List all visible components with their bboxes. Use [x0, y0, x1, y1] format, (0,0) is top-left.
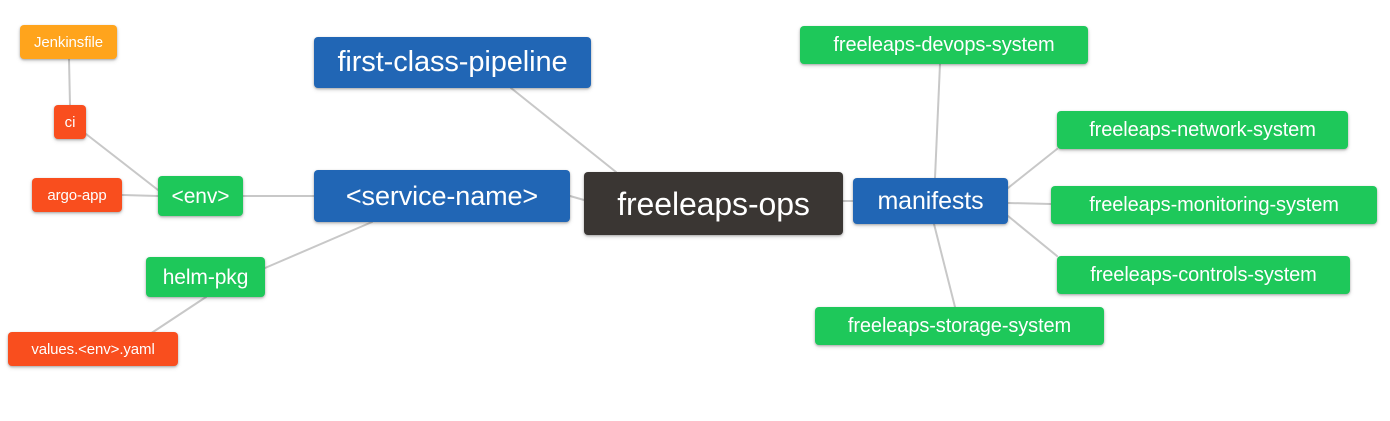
edge-first-class-pipeline-to-freeleaps-ops — [510, 87, 617, 173]
node-values-env-yaml[interactable]: values.<env>.yaml — [8, 332, 178, 366]
edge-manifests-to-freeleaps-network-system — [1007, 148, 1058, 189]
edge-values-env-yaml-to-helm-pkg — [149, 296, 207, 335]
node-freeleaps-monitoring-system[interactable]: freeleaps-monitoring-system — [1051, 186, 1377, 224]
node-service-name[interactable]: <service-name> — [314, 170, 570, 222]
node-freeleaps-network-system[interactable]: freeleaps-network-system — [1057, 111, 1348, 149]
node-freeleaps-storage-system[interactable]: freeleaps-storage-system — [815, 307, 1104, 345]
edge-argo-app-to-env — [121, 194, 159, 197]
node-first-class-pipeline[interactable]: first-class-pipeline — [314, 37, 591, 88]
node-ci[interactable]: ci — [54, 105, 86, 139]
edge-manifests-to-freeleaps-devops-system — [934, 63, 941, 179]
edge-manifests-to-freeleaps-controls-system — [1007, 215, 1058, 257]
node-freeleaps-ops[interactable]: freeleaps-ops — [584, 172, 843, 235]
node-env[interactable]: <env> — [158, 176, 243, 216]
edge-service-name-to-freeleaps-ops — [569, 195, 585, 201]
node-freeleaps-devops-system[interactable]: freeleaps-devops-system — [800, 26, 1088, 64]
node-jenkinsfile[interactable]: Jenkinsfile — [20, 25, 117, 59]
edge-jenkinsfile-to-ci — [68, 58, 71, 106]
edge-manifests-to-freeleaps-storage-system — [933, 223, 956, 308]
edge-manifests-to-freeleaps-monitoring-system — [1007, 202, 1052, 205]
node-manifests[interactable]: manifests — [853, 178, 1008, 224]
node-freeleaps-controls-system[interactable]: freeleaps-controls-system — [1057, 256, 1350, 294]
node-argo-app[interactable]: argo-app — [32, 178, 122, 212]
edge-helm-pkg-to-service-name — [264, 221, 373, 269]
node-helm-pkg[interactable]: helm-pkg — [146, 257, 265, 297]
